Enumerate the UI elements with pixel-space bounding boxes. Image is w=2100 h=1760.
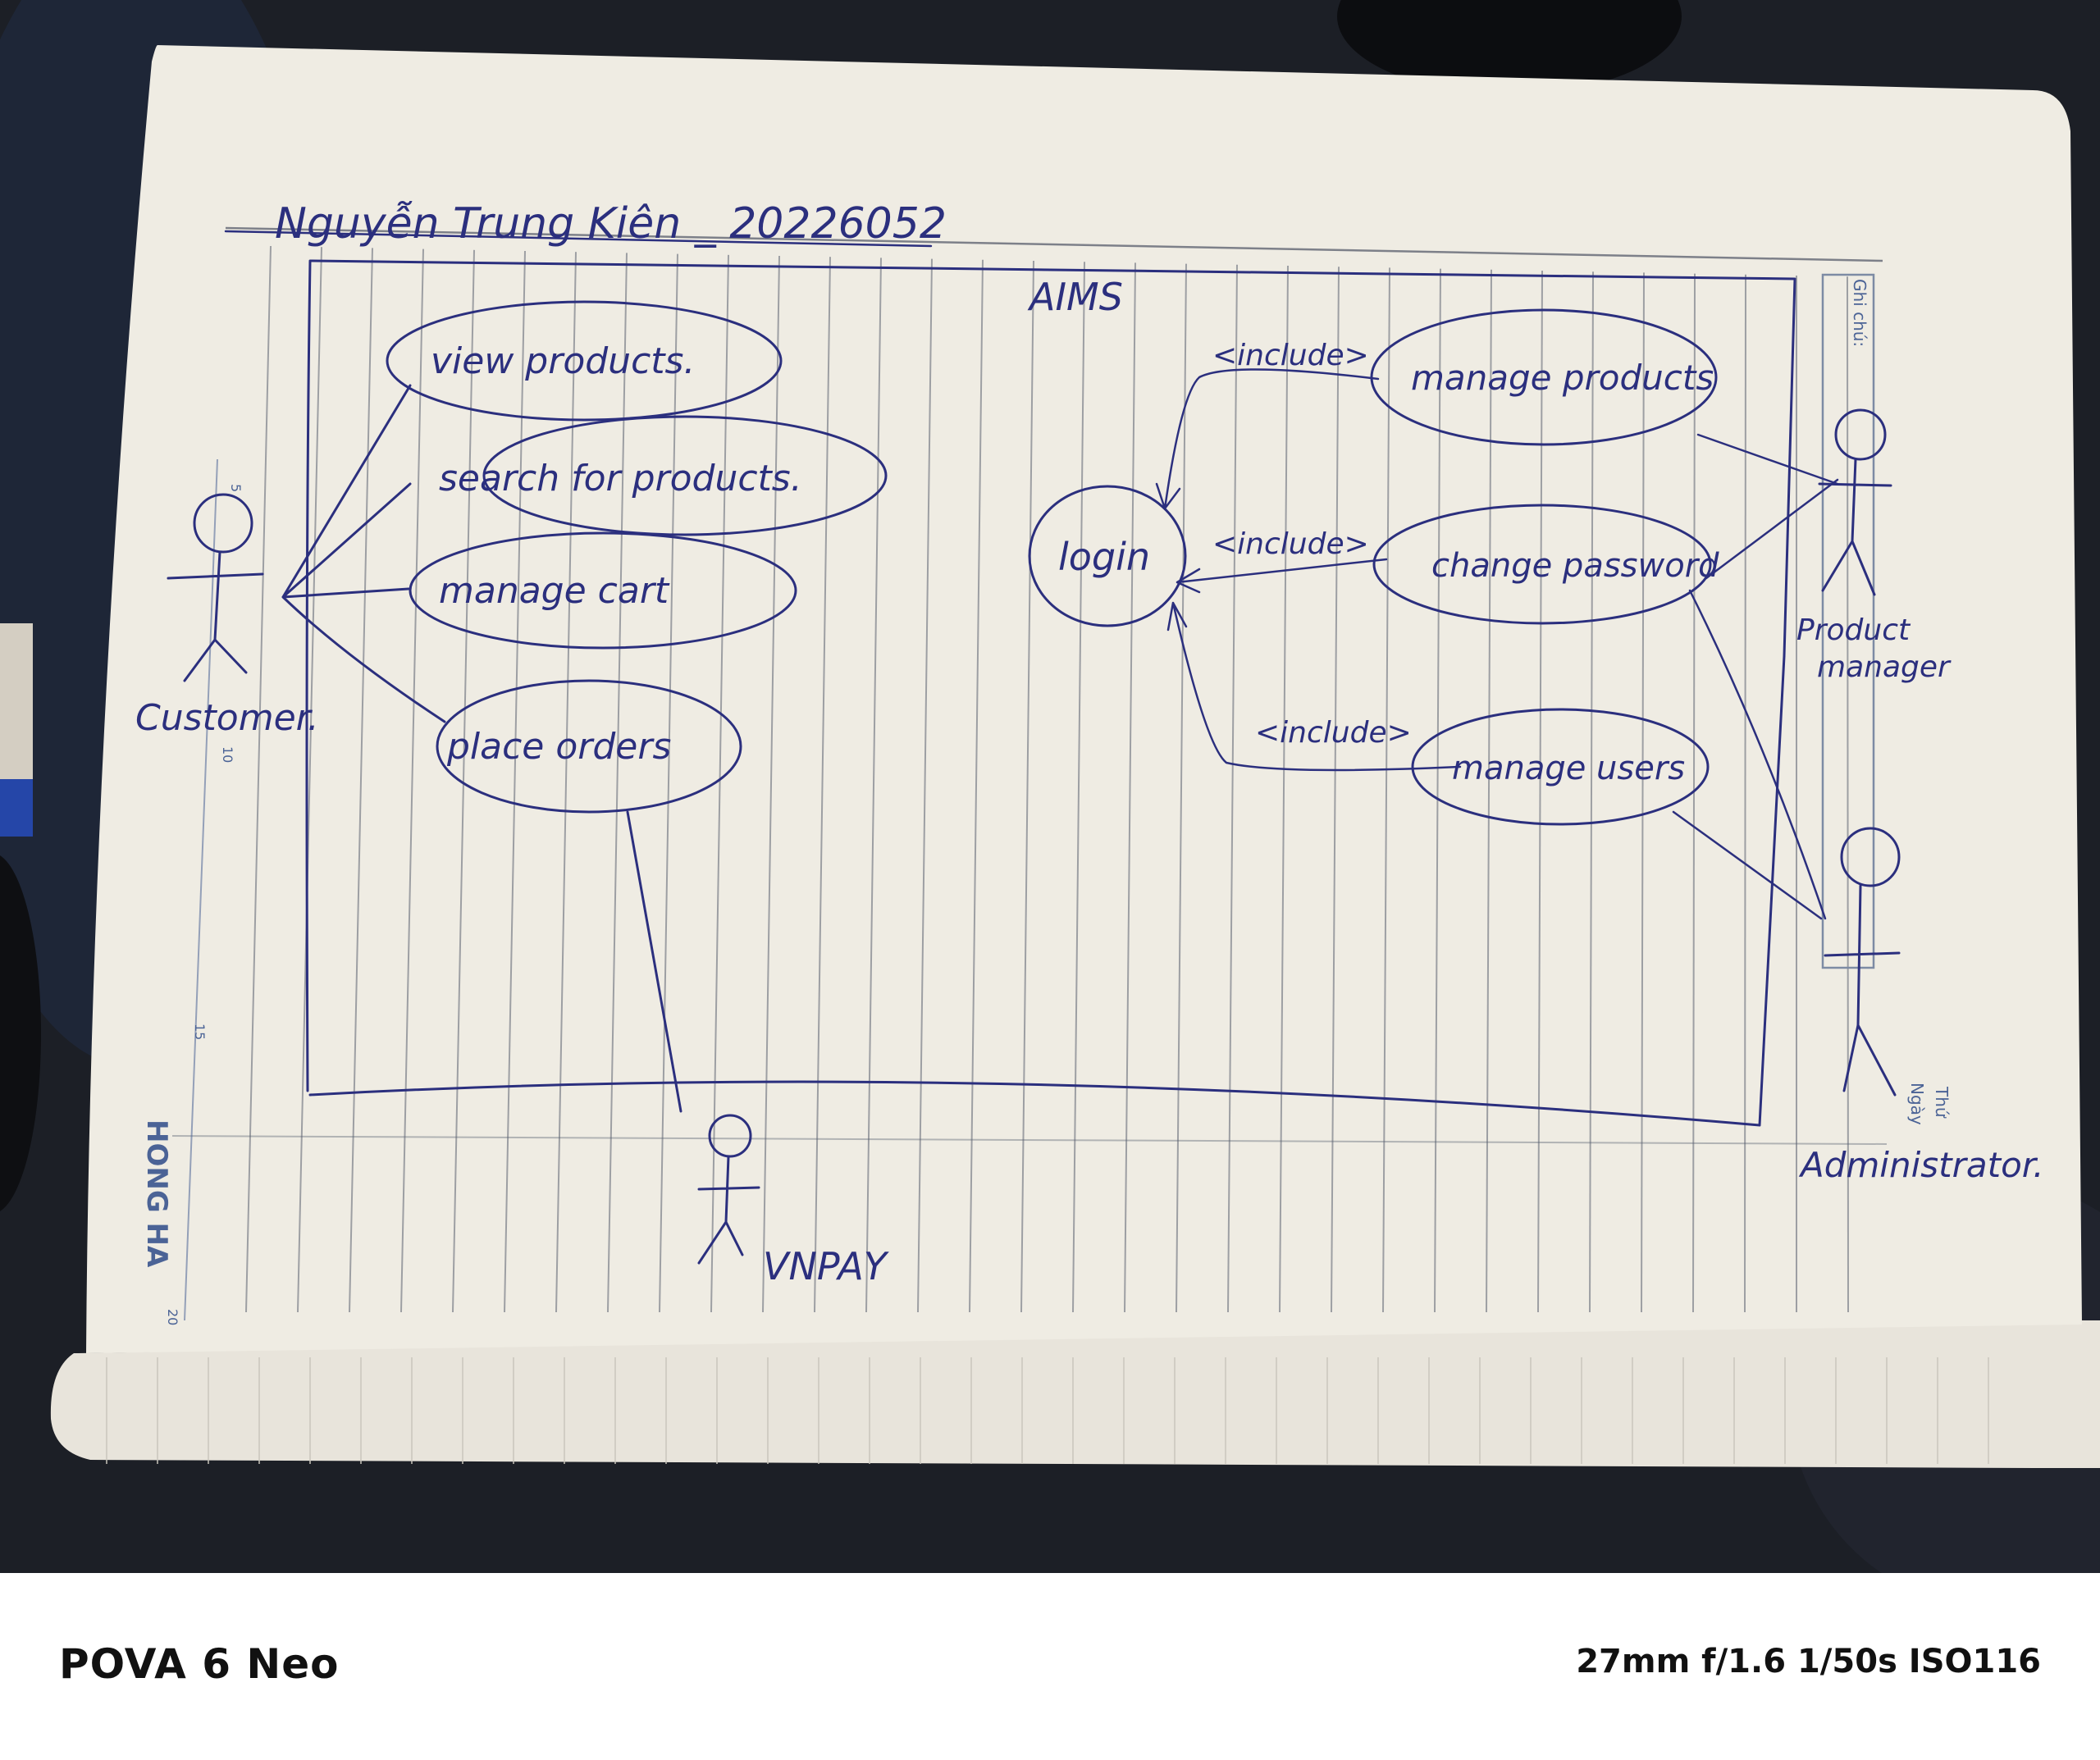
include-label-1: <include> xyxy=(1212,339,1369,372)
use-case-manage-users xyxy=(1411,708,1710,826)
actor-customer-label: Customer. xyxy=(135,697,319,739)
use-case-search-products xyxy=(482,415,888,536)
printed-thu-label: Thứ xyxy=(1932,1086,1952,1119)
ruled-line xyxy=(607,253,628,1313)
use-case-label: manage products xyxy=(1411,358,1714,398)
ruled-line xyxy=(1589,271,1594,1313)
notebook-page xyxy=(86,45,2082,1353)
ruled-line xyxy=(297,247,322,1313)
actor-product-manager-label-1: Product xyxy=(1796,613,1911,647)
ruled-line xyxy=(1072,262,1085,1313)
ruled-line xyxy=(1382,267,1390,1313)
device-name: POVA 6 Neo xyxy=(59,1640,340,1688)
ruled-line xyxy=(349,248,373,1313)
use-case-label: manage users xyxy=(1452,750,1685,787)
use-case-label: login xyxy=(1058,535,1150,579)
ruled-line xyxy=(1486,269,1492,1313)
printed-note-label: Ghi chú: xyxy=(1850,279,1869,347)
ruled-line xyxy=(1124,262,1136,1313)
association-customer xyxy=(281,384,446,723)
tape-object xyxy=(0,855,41,1211)
notebook-lower-page xyxy=(50,1320,2100,1468)
actor-administrator xyxy=(1824,827,1901,1097)
ruled-line xyxy=(659,253,678,1313)
note-box xyxy=(1821,273,1875,969)
ruled-line xyxy=(710,254,729,1313)
ruled-line xyxy=(1227,264,1238,1313)
include-label-2: <include> xyxy=(1212,527,1369,561)
ruled-line xyxy=(1692,273,1696,1313)
margin-number-15: 15 xyxy=(192,1024,208,1040)
brand-logo: HONG HA xyxy=(140,1119,173,1268)
actor-product-manager-label-2: manager xyxy=(1817,650,1952,684)
ruled-line xyxy=(1331,267,1340,1313)
use-case-label: change password xyxy=(1431,547,1719,585)
ruled-line xyxy=(1176,263,1187,1313)
association-product-manager xyxy=(1696,433,1839,580)
actor-vnpay xyxy=(697,1114,760,1265)
use-case-manage-cart xyxy=(409,531,797,650)
margin-number-20: 20 xyxy=(165,1309,180,1325)
use-case-login xyxy=(1028,485,1187,627)
use-case-label: place orders xyxy=(446,726,671,768)
ruled-line xyxy=(917,258,933,1313)
margin-number-5: 5 xyxy=(228,484,244,492)
use-case-label: manage cart xyxy=(439,570,670,612)
use-case-change-password xyxy=(1372,504,1712,625)
ruled-line xyxy=(504,250,526,1313)
include-arrow-manage-products xyxy=(1155,368,1380,510)
ruled-line xyxy=(1847,276,1849,1313)
header-title: Nguyễn Trung Kiên _ 20226052 xyxy=(275,199,947,248)
ruled-line xyxy=(400,248,424,1313)
ruled-line xyxy=(814,257,831,1313)
association-administrator xyxy=(1672,589,1827,920)
ruled-line xyxy=(762,255,780,1313)
use-case-label: view products. xyxy=(431,340,695,382)
ruled-line xyxy=(1020,260,1034,1313)
camera-settings: 27mm f/1.6 1/50s ISO116 xyxy=(1576,1643,2041,1680)
actor-vnpay-label: VNPAY xyxy=(763,1244,890,1288)
association-vnpay xyxy=(626,810,682,1113)
margin-number-10: 10 xyxy=(220,746,235,763)
round-object-top xyxy=(1337,0,1682,94)
system-name: AIMS xyxy=(1027,275,1123,319)
ruled-line xyxy=(865,258,882,1313)
camera-watermark-bar xyxy=(0,1573,2100,1760)
ruled-line xyxy=(452,249,475,1313)
ruled-line xyxy=(969,259,984,1313)
use-case-label: search for products. xyxy=(439,458,802,499)
ruled-line xyxy=(1641,272,1645,1313)
include-arrow-change-password xyxy=(1176,558,1388,594)
ruled-line xyxy=(245,245,272,1313)
use-case-place-orders xyxy=(436,679,742,814)
actor-customer xyxy=(167,493,264,682)
include-label-3: <include> xyxy=(1255,716,1412,750)
actor-administrator-label: Administrator. xyxy=(1798,1145,2044,1185)
ruled-line xyxy=(555,252,577,1313)
ruled-line xyxy=(1434,268,1441,1313)
include-arrow-manage-users xyxy=(1166,601,1462,772)
printed-ngay-label: Ngày xyxy=(1907,1083,1927,1125)
ruled-line xyxy=(1744,274,1746,1313)
actor-product-manager xyxy=(1818,408,1892,596)
notebook-photo: Ghi chú: Thứ Ngày HONG HA 5 10 15 20 Ngu… xyxy=(0,0,2100,1468)
ruled-line xyxy=(1279,265,1289,1313)
use-case-view-products xyxy=(386,300,783,422)
